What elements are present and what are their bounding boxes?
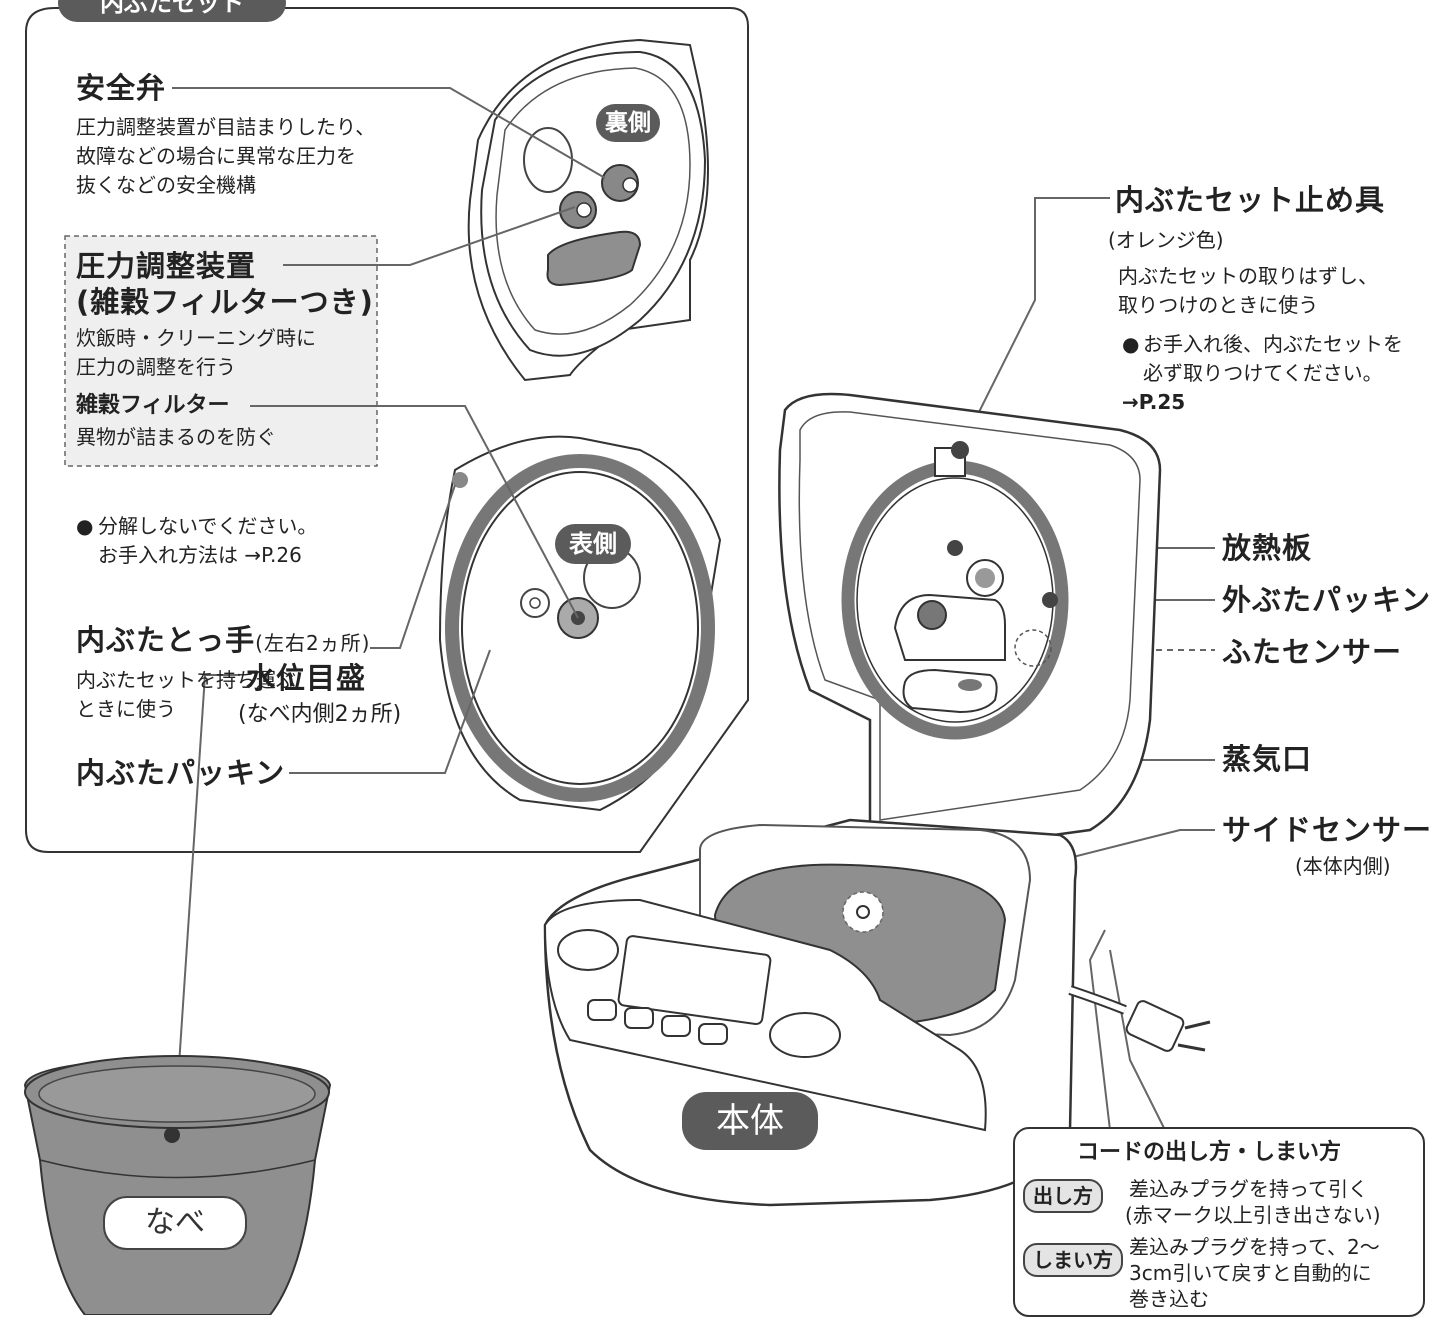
side-sensor-label: サイドセンサー: [1222, 813, 1433, 847]
pot-label: なべ: [103, 1196, 247, 1250]
front-side-label: 表側: [555, 524, 631, 564]
back-side-label: 裏側: [596, 104, 660, 142]
grain-filter-title: 雑穀フィルター: [76, 393, 230, 418]
inner-lid-set-frame: [25, 7, 749, 853]
pull-out-line-1: 差込みプラグを持って引く: [1129, 1177, 1368, 1201]
stopper-note-bullet: ●: [1122, 332, 1140, 356]
inner-lid-handle-desc-2: ときに使う: [76, 697, 176, 721]
disassembly-note-line-1: 分解しないでください。: [98, 514, 318, 538]
pull-out-line-2: (赤マーク以上引き出さない): [1125, 1203, 1381, 1227]
pull-out-row: 出し方: [1023, 1179, 1103, 1213]
inner-lid-handle-desc-1: 内ぶたセットを持ち運ぶ: [76, 668, 296, 692]
disassembly-note-line-2: お手入れ方法は →P.26: [98, 543, 302, 567]
safety-valve-desc-2: 故障などの場合に異常な圧力を: [76, 144, 356, 168]
put-away-row: しまい方: [1023, 1243, 1123, 1277]
pressure-device-desc-1: 炊飯時・クリーニング時に: [76, 326, 316, 350]
cord-instructions-box: コードの出し方・しまい方 出し方 差込みプラグを持って引く (赤マーク以上引き出…: [1013, 1127, 1425, 1317]
stopper-desc-2: 取りつけのときに使う: [1118, 293, 1319, 317]
safety-valve-desc-1: 圧力調整装置が目詰まりしたり、: [76, 115, 376, 139]
section-title-inner-lid-set: 内ぶたセット: [58, 0, 286, 22]
put-away-line-3: 巻き込む: [1129, 1287, 1209, 1311]
disassembly-note-bullet: ●: [76, 514, 94, 538]
body-label: 本体: [682, 1092, 818, 1150]
stopper-title: 内ぶたセット止め具: [1115, 183, 1386, 217]
stopper-note-line-3: →P.25: [1122, 390, 1186, 414]
steam-vent-label: 蒸気口: [1222, 742, 1313, 776]
safety-valve-desc-3: 抜くなどの安全機構: [76, 173, 256, 197]
grain-filter-desc: 異物が詰まるのを防ぐ: [76, 425, 276, 449]
pot-illustration: [23, 1055, 332, 1315]
pressure-device-title: 圧力調整装置: [76, 249, 257, 283]
stopper-note-line-2: 必ず取りつけてください。: [1143, 361, 1383, 385]
safety-valve-title: 安全弁: [76, 71, 167, 105]
water-level-note: (なべ内側2ヵ所): [238, 702, 402, 727]
inner-lid-packing-title: 内ぶたパッキン: [76, 756, 286, 790]
put-away-tag: しまい方: [1023, 1243, 1123, 1277]
inner-lid-front-illustration: [438, 435, 722, 812]
put-away-line-2: 3cm引いて戻すと自動的に: [1129, 1261, 1372, 1285]
put-away-line-1: 差込みプラグを持って、2〜: [1129, 1235, 1380, 1259]
stopper-desc-1: 内ぶたセットの取りはずし、: [1118, 264, 1378, 288]
stopper-color-note: (オレンジ色): [1108, 228, 1224, 252]
inner-lid-back-illustration: [467, 38, 709, 382]
pressure-device-panel: [64, 235, 378, 467]
pressure-device-subtitle: (雑穀フィルターつき): [76, 285, 374, 319]
water-level-title: 水位目盛: [246, 661, 367, 695]
inner-lid-handle-label: 内ぶたとっ手: [76, 623, 256, 657]
outer-lid-packing-label: 外ぶたパッキン: [1222, 583, 1432, 617]
side-sensor-note: (本体内側): [1295, 854, 1391, 878]
pressure-device-desc-2: 圧力の調整を行う: [76, 355, 236, 379]
lid-sensor-label: ふたセンサー: [1222, 635, 1403, 669]
cord-box-title: コードの出し方・しまい方: [1077, 1140, 1342, 1165]
heat-plate-label: 放熱板: [1222, 531, 1313, 565]
inner-lid-handle-suffix: (左右2ヵ所): [255, 631, 371, 655]
inner-lid-handle-title: 内ぶたとっ手(左右2ヵ所): [76, 622, 370, 658]
rice-cooker-illustration: [543, 392, 1211, 1207]
pull-out-tag: 出し方: [1023, 1179, 1103, 1213]
stopper-note-line-1: お手入れ後、内ぶたセットを: [1143, 332, 1403, 356]
